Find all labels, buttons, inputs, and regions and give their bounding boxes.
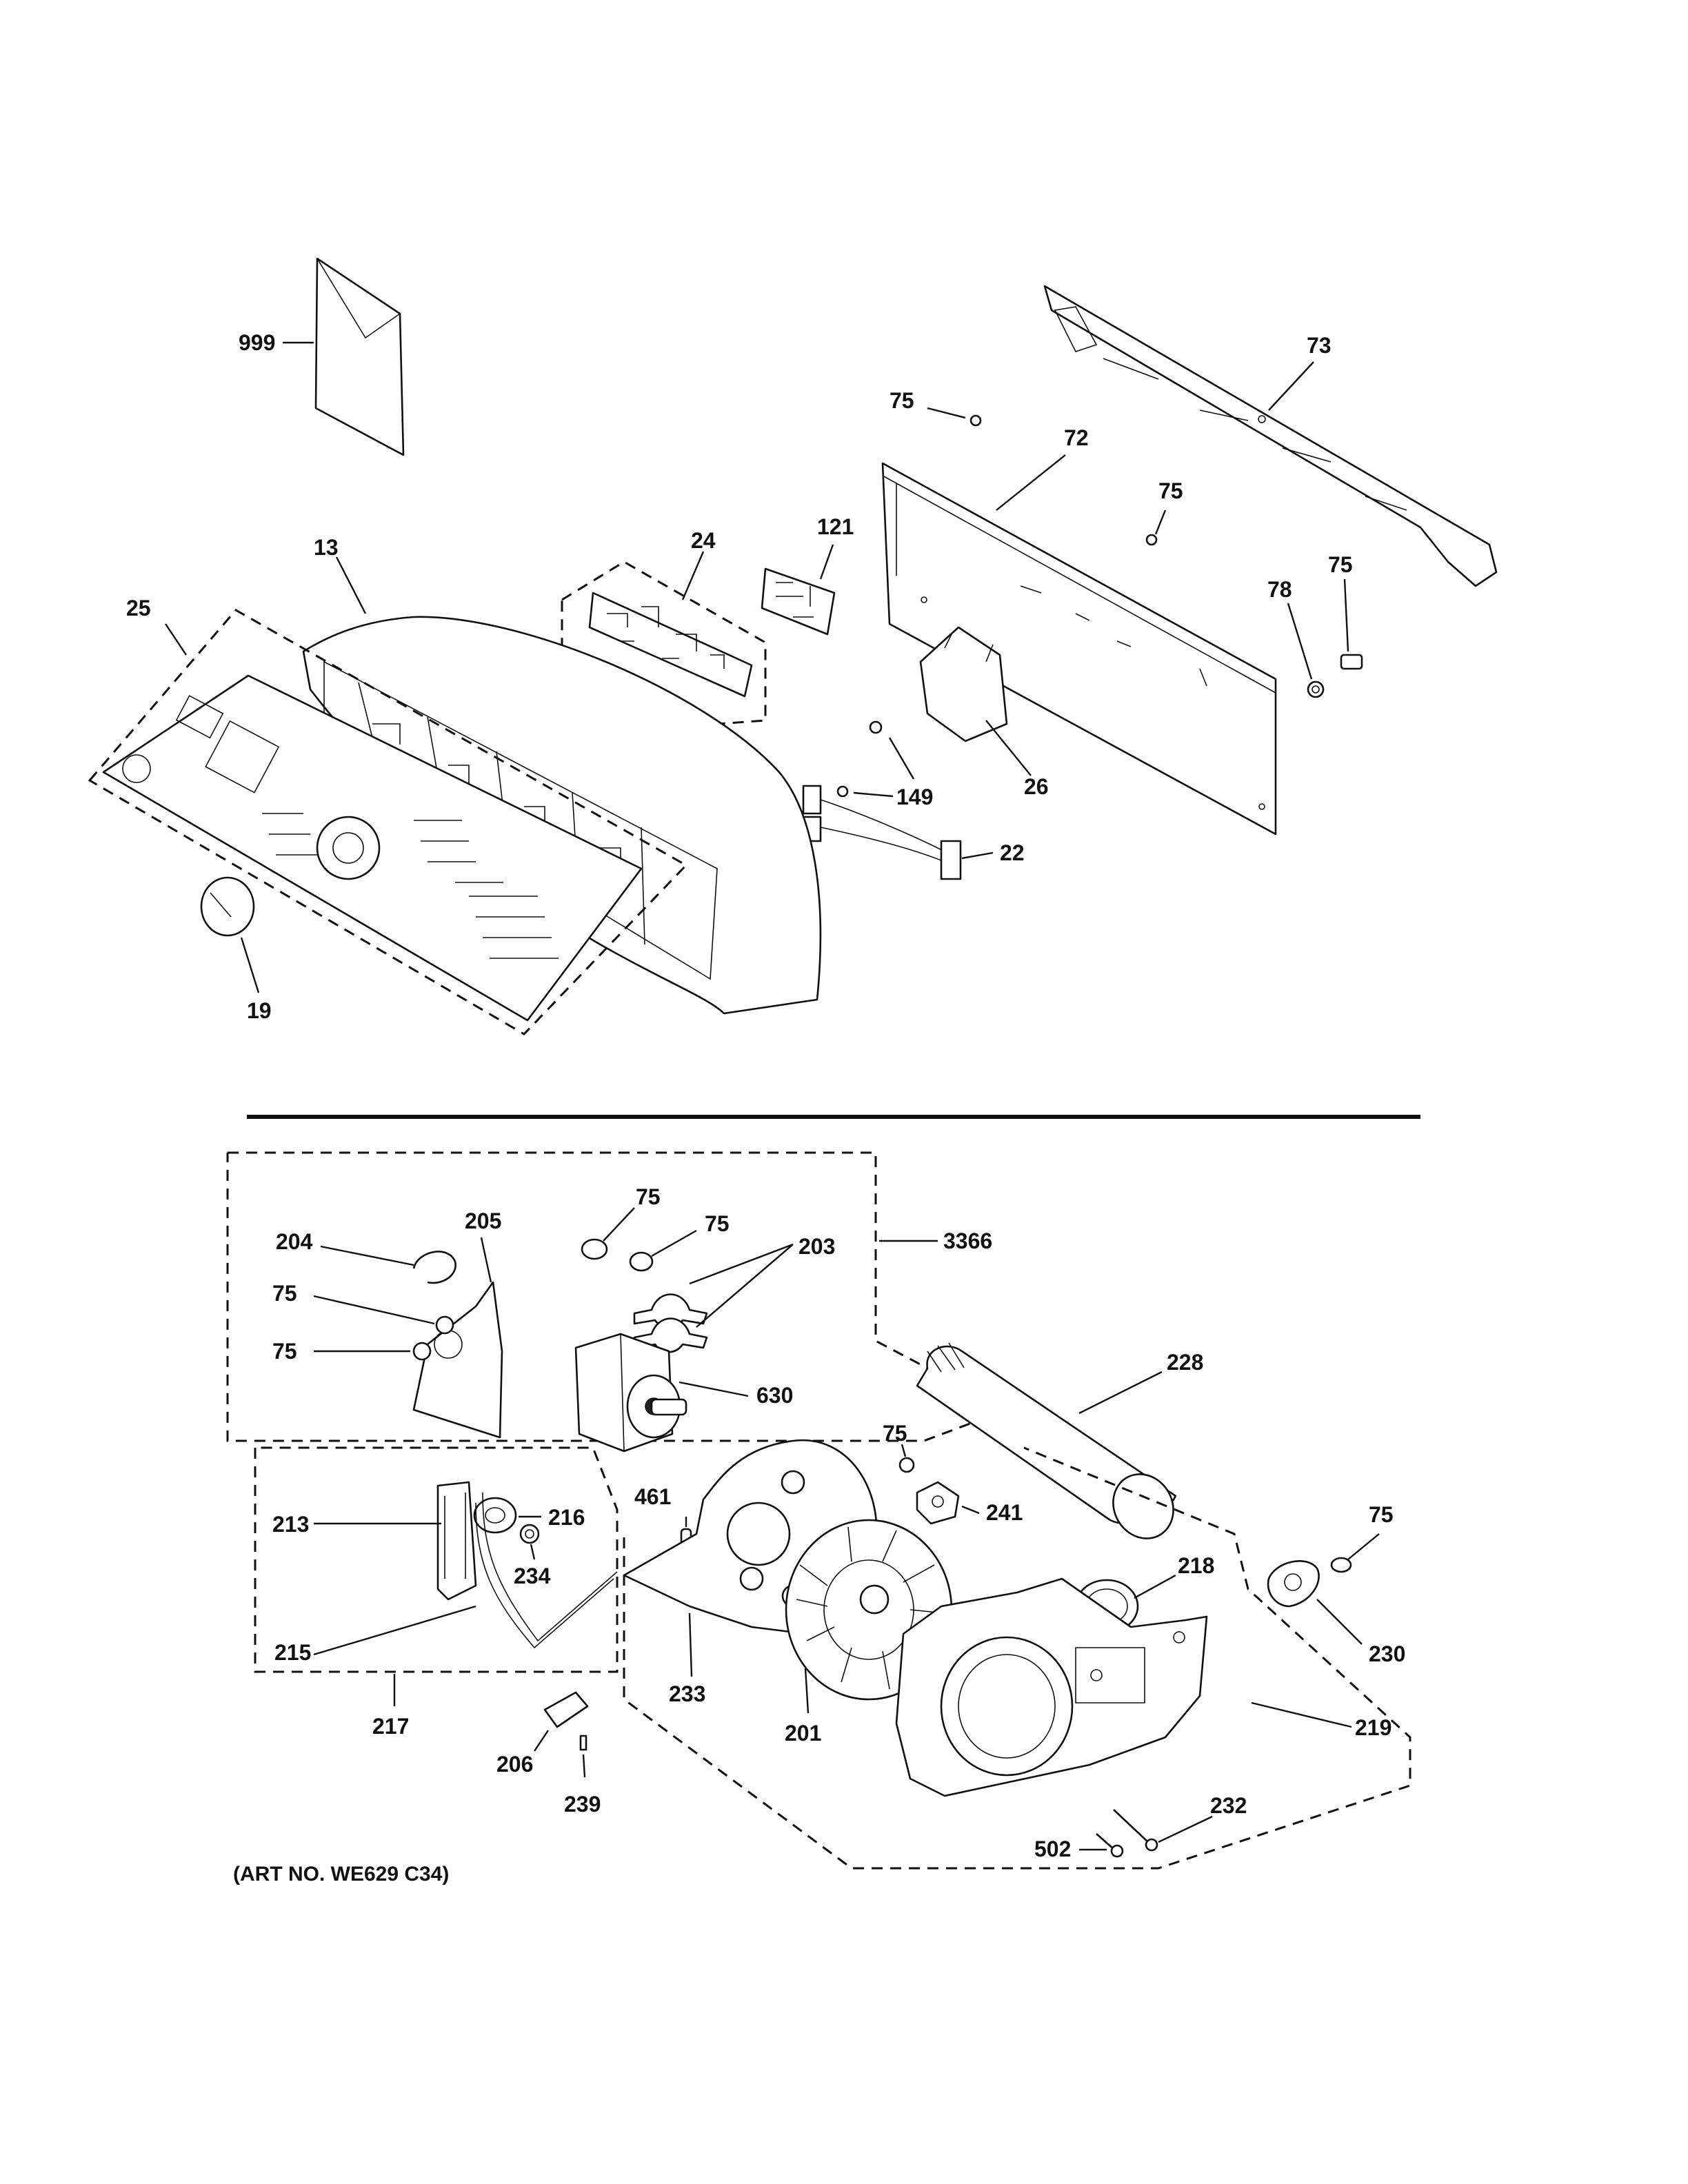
- screw-part: [1113, 1809, 1158, 1852]
- screw-part: [579, 1735, 587, 1751]
- callout-228: 228: [1167, 1350, 1203, 1375]
- screw-part: [1096, 1833, 1124, 1858]
- callout-203: 203: [798, 1234, 835, 1259]
- callout-205: 205: [465, 1209, 501, 1233]
- callout-502: 502: [1034, 1837, 1071, 1861]
- callout-22: 22: [1000, 840, 1025, 865]
- callout-75-a: 75: [890, 388, 914, 413]
- screw-part: [1145, 534, 1158, 546]
- screw-part: [435, 1315, 454, 1335]
- callout-75-f: 75: [272, 1281, 297, 1306]
- screw-part: [629, 1251, 654, 1272]
- callout-75-e: 75: [705, 1211, 730, 1236]
- callout-75-g: 75: [272, 1339, 297, 1364]
- callout-24: 24: [691, 528, 716, 553]
- callout-233: 233: [669, 1681, 705, 1706]
- callout-999: 999: [239, 330, 275, 355]
- screw-part: [581, 1238, 608, 1260]
- callout-72: 72: [1064, 425, 1089, 450]
- callout-121: 121: [817, 514, 854, 539]
- clip-part: [543, 1691, 589, 1728]
- callout-206: 206: [496, 1752, 533, 1777]
- callout-26: 26: [1024, 774, 1049, 799]
- callout-73: 73: [1307, 333, 1332, 358]
- control-panel-overlay-part: [102, 674, 643, 1022]
- screw-part: [412, 1342, 432, 1361]
- screw-part: [836, 785, 849, 798]
- art-number-label: (ART NO. WE629 C34): [233, 1863, 449, 1885]
- callout-201: 201: [785, 1721, 821, 1746]
- screw-part: [869, 720, 883, 734]
- callout-75-i: 75: [1369, 1502, 1394, 1527]
- callout-217: 217: [372, 1714, 409, 1739]
- callout-241: 241: [986, 1500, 1023, 1525]
- callout-75-h: 75: [883, 1421, 907, 1446]
- callout-75-d: 75: [636, 1184, 661, 1209]
- wire-harness-part: [802, 785, 962, 880]
- rear-panel-part: [881, 462, 1277, 836]
- sensor-part: [916, 1481, 960, 1525]
- callout-232: 232: [1210, 1793, 1247, 1818]
- callout-216: 216: [548, 1505, 585, 1530]
- callout-218: 218: [1178, 1553, 1214, 1578]
- idler-bracket-part: [436, 1481, 477, 1601]
- top-cover-part: [1043, 285, 1498, 587]
- clamp-part: [633, 1293, 708, 1353]
- screw-part: [1340, 654, 1363, 670]
- callout-149: 149: [896, 785, 933, 809]
- bracket-part: [919, 626, 1008, 742]
- callout-75-b: 75: [1158, 478, 1183, 503]
- callout-234: 234: [514, 1564, 551, 1588]
- duct-part: [916, 1342, 1177, 1539]
- callout-215: 215: [274, 1640, 311, 1665]
- thermostat-part: [1267, 1560, 1320, 1608]
- screw-part: [1330, 1557, 1352, 1573]
- callout-204: 204: [276, 1229, 313, 1254]
- screw-part: [969, 414, 982, 427]
- callout-630: 630: [756, 1383, 793, 1408]
- nut-part: [519, 1524, 540, 1544]
- drive-motor-part: [574, 1333, 687, 1453]
- callout-3366: 3366: [943, 1228, 992, 1253]
- blower-housing-front-part: [895, 1577, 1208, 1797]
- motor-bracket-part: [412, 1281, 503, 1439]
- idler-pulley-part: [473, 1497, 517, 1534]
- callout-13: 13: [314, 535, 339, 560]
- callout-239: 239: [564, 1792, 601, 1817]
- main-control-board-part: [588, 592, 753, 698]
- callout-230: 230: [1369, 1641, 1405, 1666]
- callout-75-c: 75: [1328, 552, 1353, 577]
- callout-461: 461: [634, 1484, 671, 1509]
- belt-part: [475, 1492, 618, 1649]
- callout-78: 78: [1267, 577, 1292, 602]
- callout-213: 213: [272, 1512, 309, 1537]
- screw-part: [898, 1457, 915, 1473]
- callout-19: 19: [247, 998, 272, 1023]
- small-board-part: [761, 567, 836, 636]
- callout-25: 25: [126, 596, 151, 620]
- knob-part: [200, 876, 255, 937]
- clip-part: [412, 1251, 456, 1284]
- star-washer-part: [1307, 680, 1325, 698]
- callout-219: 219: [1355, 1715, 1391, 1740]
- literature-envelope-part: [314, 257, 405, 456]
